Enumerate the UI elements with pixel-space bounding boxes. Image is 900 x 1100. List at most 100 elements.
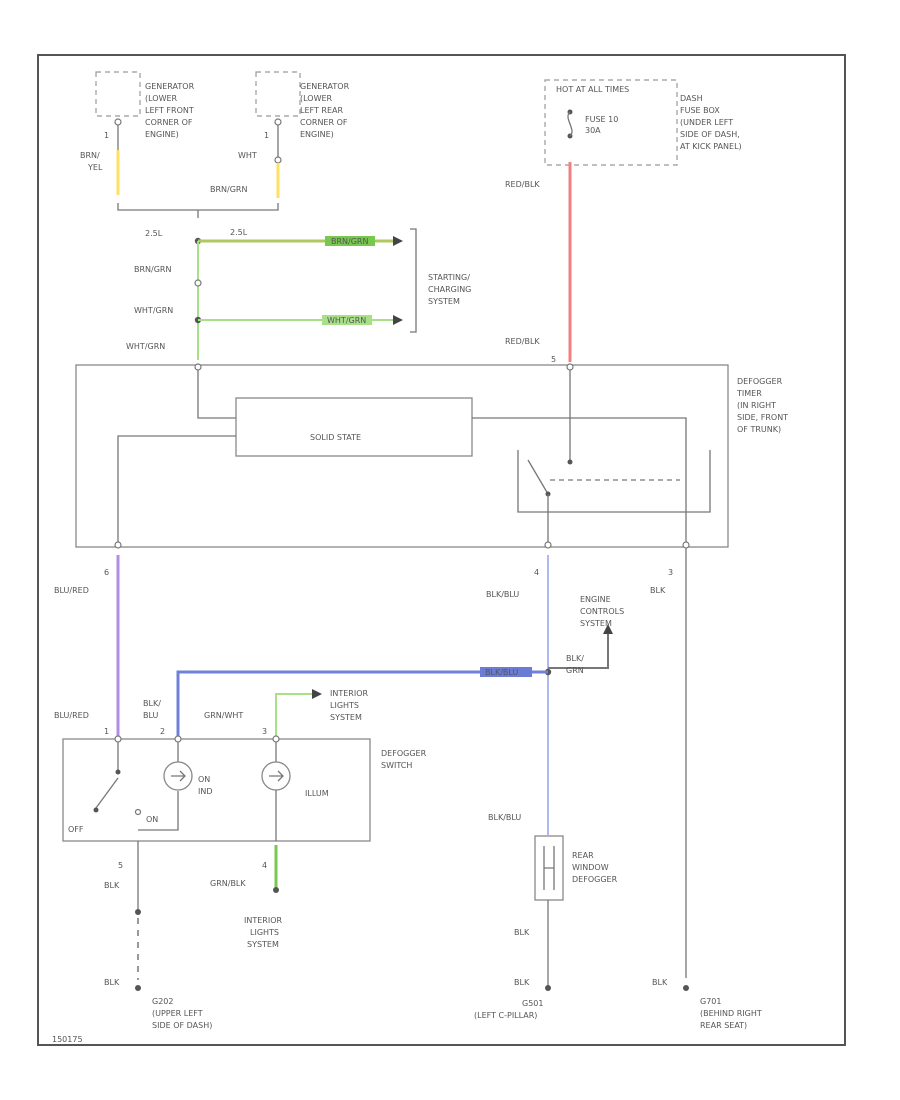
pin-label: 5 [551, 355, 556, 364]
svg-text:GENERATOR: GENERATOR [300, 82, 350, 91]
svg-text:SIDE OF DASH): SIDE OF DASH) [152, 1021, 212, 1030]
wire-label: BLK/BLU [486, 590, 519, 599]
defogger-timer-box [75, 364, 729, 548]
diagram-frame [37, 54, 846, 1046]
figure-id: 150175 [52, 1035, 83, 1044]
wire-label: BLK [104, 881, 120, 890]
dash-fuse-box [544, 79, 678, 166]
svg-text:INTERIOR: INTERIOR [330, 689, 369, 698]
pin-label: 3 [262, 727, 267, 736]
svg-text:DEFOGGER: DEFOGGER [381, 749, 427, 758]
wire-label: BLK/ [566, 654, 584, 663]
wire-tag [322, 315, 372, 325]
generator-rear: GENERATOR (LOWER LEFT REAR CORNER OF ENG… [255, 71, 350, 139]
svg-text:TIMER: TIMER [736, 389, 762, 398]
splice-dot [135, 909, 141, 915]
svg-text:REAR: REAR [572, 851, 594, 860]
svg-text:AT KICK PANEL): AT KICK PANEL) [680, 142, 742, 151]
rear-window-defogger-box [534, 835, 564, 901]
svg-text:DEFOGGER: DEFOGGER [737, 377, 783, 386]
wire-label: GRN/BLK [210, 879, 246, 888]
svg-text:(LOWER: (LOWER [145, 94, 178, 103]
svg-text:G501: G501 [522, 999, 543, 1008]
connector [114, 118, 122, 126]
wire-label: GRN [566, 666, 584, 675]
connector [274, 156, 282, 164]
splice-dot [273, 887, 279, 893]
svg-text:SIDE, FRONT: SIDE, FRONT [737, 413, 788, 422]
wire-tag-label: WHT/GRN [327, 316, 366, 325]
switch-on-label: ON [146, 815, 158, 824]
defogger-switch-box [62, 738, 371, 842]
connector [114, 541, 122, 549]
switch-off-label: OFF [68, 825, 84, 834]
svg-text:SYSTEM: SYSTEM [247, 940, 279, 949]
connector [274, 118, 282, 126]
pin-label: 1 [104, 131, 109, 140]
wire-label: BLK [514, 978, 530, 987]
svg-text:LIGHTS: LIGHTS [330, 701, 359, 710]
svg-text:WINDOW: WINDOW [572, 863, 609, 872]
svg-text:LEFT REAR: LEFT REAR [300, 106, 343, 115]
pin-label: 5 [118, 861, 123, 870]
generator-bracket [117, 203, 279, 218]
pin-label: 1 [264, 131, 269, 140]
svg-text:SYSTEM: SYSTEM [428, 297, 460, 306]
svg-text:(IN RIGHT: (IN RIGHT [737, 401, 776, 410]
rear-window-defogger-label: REAR WINDOW DEFOGGER [572, 851, 618, 884]
svg-text:ENGINE): ENGINE) [300, 130, 334, 139]
defogger-switch-label: DEFOGGER SWITCH [381, 749, 427, 770]
lamp-label: ON [198, 775, 210, 784]
switch-lever [95, 777, 119, 809]
wire-label: BRN/GRN [134, 265, 171, 274]
svg-text:LIGHTS: LIGHTS [250, 928, 279, 937]
engine-controls-label: ENGINE CONTROLS SYSTEM [580, 595, 624, 628]
arrow-right-icon [312, 689, 322, 699]
wire-label: YEL [87, 163, 103, 172]
connector [566, 363, 574, 371]
hot-label: HOT AT ALL TIMES [556, 85, 629, 94]
wire-blk-blu-horizontal [176, 670, 548, 736]
arrow-up-icon [603, 624, 613, 634]
pin-label: 1 [104, 727, 109, 736]
wire-label: 2.5L [230, 228, 248, 237]
defogger-timer-label: DEFOGGER TIMER (IN RIGHT SIDE, FRONT OF … [736, 377, 788, 434]
lamp-filament [171, 770, 186, 782]
fuse-label: FUSE 10 [585, 115, 618, 124]
svg-text:CORNER OF: CORNER OF [300, 118, 348, 127]
svg-text:SYSTEM: SYSTEM [580, 619, 612, 628]
wire-tag [325, 236, 375, 246]
wire-label: RED/BLK [505, 180, 540, 189]
svg-text:ENGINE): ENGINE) [145, 130, 179, 139]
fuse-label: 30A [585, 126, 601, 135]
svg-text:(BEHIND RIGHT: (BEHIND RIGHT [700, 1009, 762, 1018]
ground-point [683, 985, 689, 991]
svg-text:INTERIOR: INTERIOR [244, 916, 283, 925]
connector [272, 735, 280, 743]
wire-label: GRN/WHT [204, 711, 243, 720]
wire-label: WHT [238, 151, 257, 160]
wire-tag-label: BLK/BLU [485, 668, 518, 677]
svg-text:OF TRUNK): OF TRUNK) [737, 425, 781, 434]
svg-text:DASH: DASH [680, 94, 703, 103]
svg-text:DEFOGGER: DEFOGGER [572, 875, 618, 884]
lamp-filament [269, 770, 284, 782]
defogger-grid-icon [543, 846, 555, 890]
ground-point [545, 985, 551, 991]
wire-tag-label: BRN/GRN [331, 237, 368, 246]
pin-label: 4 [262, 861, 267, 870]
relay-switch-arm [527, 459, 549, 495]
svg-text:(LEFT C-PILLAR): (LEFT C-PILLAR) [474, 1011, 537, 1020]
ground-g501-label: G501 (LEFT C-PILLAR) [474, 999, 543, 1020]
arrow-right-icon [393, 236, 403, 246]
ground-g701-label: G701 (BEHIND RIGHT REAR SEAT) [700, 997, 762, 1030]
wire-label: BLK/ [143, 699, 161, 708]
switch-contact [115, 769, 121, 775]
solid-state-box [235, 397, 473, 457]
starting-charging-label: STARTING/ CHARGING SYSTEM [428, 273, 471, 306]
pin-label: 2 [160, 727, 165, 736]
timer-internal-wire [197, 370, 236, 419]
generator-front: GENERATOR (LOWER LEFT FRONT CORNER OF EN… [95, 71, 195, 139]
pin-label: 4 [534, 568, 539, 577]
lamp-label: IND [198, 787, 213, 796]
